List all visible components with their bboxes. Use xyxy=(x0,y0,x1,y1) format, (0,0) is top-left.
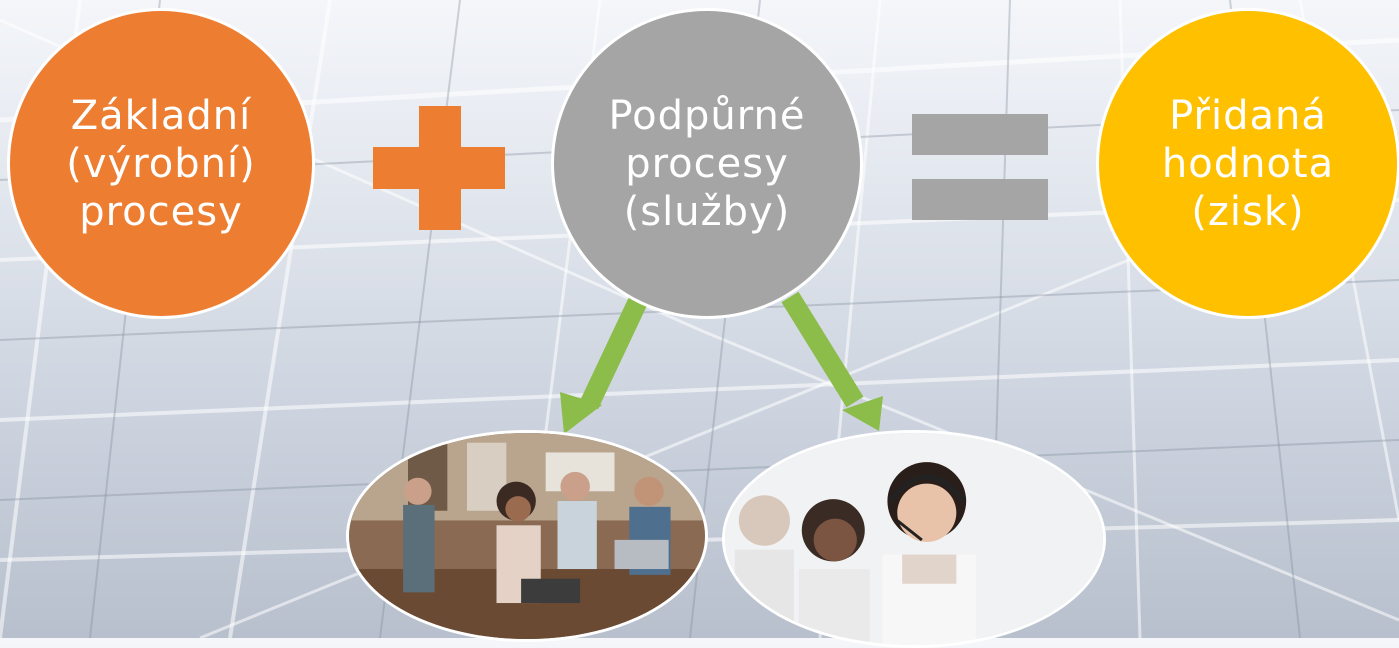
circle-text-line: Přidaná xyxy=(1169,92,1327,139)
core-processes-label: Základní (výrobní) procesy xyxy=(66,92,255,236)
equals-icon-top-bar xyxy=(912,114,1048,155)
circle-text-line: (služby) xyxy=(623,188,791,235)
circle-text-line: procesy xyxy=(79,188,243,235)
team-photo xyxy=(346,430,708,642)
added-value-label: Přidaná hodnota (zisk) xyxy=(1162,92,1334,236)
circle-text-line: Podpůrné xyxy=(608,92,806,139)
added-value-circle: Přidaná hodnota (zisk) xyxy=(1096,8,1399,319)
circle-text-line: (výrobní) xyxy=(66,140,256,187)
support-processes-circle: Podpůrné procesy (služby) xyxy=(551,8,863,319)
equals-icon-bottom-bar xyxy=(912,179,1048,220)
core-processes-circle: Základní (výrobní) procesy xyxy=(7,8,315,319)
circle-text-line: Základní xyxy=(70,92,252,139)
circle-text-line: (zisk) xyxy=(1191,188,1305,235)
circle-text-line: procesy xyxy=(625,140,789,187)
call-center-photo xyxy=(722,430,1106,648)
support-processes-label: Podpůrné procesy (služby) xyxy=(608,92,805,236)
plus-icon-vertical xyxy=(419,106,461,230)
circle-text-line: hodnota xyxy=(1161,140,1335,187)
